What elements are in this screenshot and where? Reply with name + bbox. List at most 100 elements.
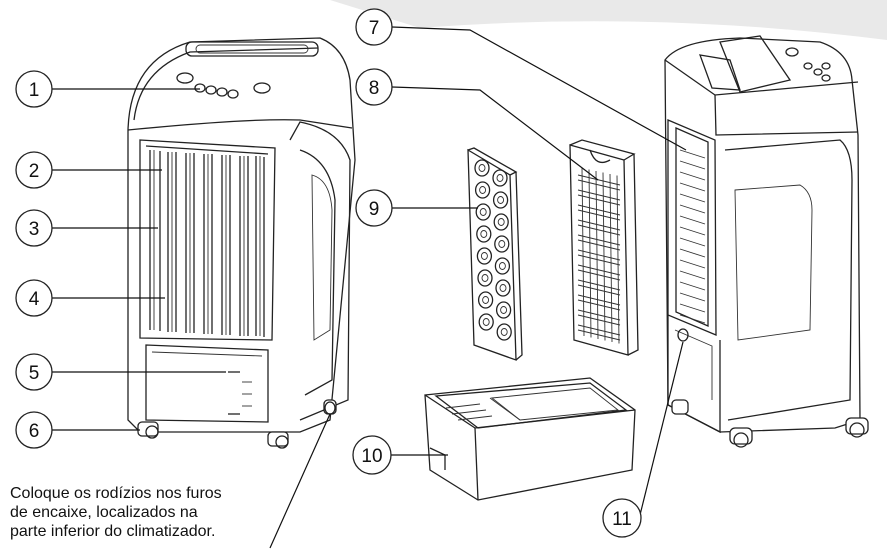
mesh-line bbox=[577, 204, 621, 216]
rear-mesh-line bbox=[679, 226, 706, 236]
callout-7: 7 bbox=[355, 8, 393, 46]
callout-7-number: 7 bbox=[369, 18, 380, 39]
callout-5: 5 bbox=[15, 353, 53, 391]
callout-10-number: 10 bbox=[361, 446, 382, 467]
filter-hole bbox=[475, 203, 491, 221]
filter-hole bbox=[474, 181, 491, 199]
note-line-1: Coloque os rodízios nos furos bbox=[10, 485, 222, 502]
mesh-line bbox=[577, 309, 621, 321]
air-cooler-front-view bbox=[127, 37, 356, 449]
filter-hole bbox=[494, 235, 510, 253]
mesh-line bbox=[577, 329, 621, 341]
callout-2-number: 2 bbox=[29, 161, 40, 182]
rear-mesh-line bbox=[679, 281, 706, 291]
filter-hole-center bbox=[479, 208, 487, 216]
control-buttons bbox=[194, 83, 239, 99]
callout-4-number: 4 bbox=[29, 289, 40, 310]
mesh-line bbox=[577, 174, 621, 186]
filter-hole bbox=[492, 169, 508, 187]
filter-hole bbox=[492, 191, 509, 209]
leader-lines bbox=[52, 26, 687, 549]
mesh-line bbox=[577, 209, 621, 221]
filter-hole bbox=[476, 225, 492, 243]
callout-2: 2 bbox=[15, 151, 53, 189]
mesh-line bbox=[616, 175, 620, 344]
filter-hole bbox=[493, 213, 509, 231]
filter-hole bbox=[496, 323, 512, 341]
filter-hole bbox=[476, 247, 493, 265]
callout-3: 3 bbox=[15, 209, 53, 247]
mesh-line bbox=[577, 314, 621, 326]
mesh-line bbox=[577, 254, 621, 266]
mesh-line bbox=[577, 224, 621, 236]
filter-hole-center bbox=[478, 164, 486, 172]
mesh-line bbox=[588, 169, 592, 338]
callout-1: 1 bbox=[15, 70, 53, 108]
callout-5-number: 5 bbox=[29, 363, 40, 384]
callout-1-number: 1 bbox=[29, 80, 40, 101]
filter-hole-center bbox=[480, 230, 488, 238]
filter-hole-center bbox=[498, 240, 506, 248]
callout-3-number: 3 bbox=[29, 219, 40, 240]
mesh-line bbox=[577, 219, 621, 231]
filter-hole-center bbox=[499, 284, 507, 292]
filter-hole-center bbox=[497, 218, 505, 226]
filter-hole bbox=[495, 301, 512, 319]
note-line-3: parte inferior do climatizador. bbox=[10, 523, 216, 540]
louvers bbox=[149, 150, 265, 337]
rear-mesh-line bbox=[679, 259, 706, 269]
rear-mesh-line bbox=[679, 270, 706, 280]
filter-hole-center bbox=[500, 306, 508, 314]
filter-hole bbox=[478, 313, 494, 331]
callout-6-number: 6 bbox=[29, 421, 40, 442]
rear-mesh-line bbox=[679, 314, 706, 324]
mesh-line bbox=[577, 279, 621, 291]
mesh-line bbox=[577, 324, 621, 336]
filter-hole-center bbox=[496, 174, 504, 182]
mesh-line bbox=[577, 239, 621, 251]
rear-mesh-line bbox=[679, 193, 706, 203]
mesh-line bbox=[595, 170, 599, 340]
rear-mesh-line bbox=[679, 248, 706, 258]
mesh-line bbox=[577, 264, 621, 276]
callout-4: 4 bbox=[15, 279, 53, 317]
filter-hole bbox=[494, 257, 511, 275]
filter-hole bbox=[495, 279, 511, 297]
rear-mesh-line bbox=[679, 149, 706, 159]
callout-9-number: 9 bbox=[369, 199, 380, 220]
water-tank bbox=[424, 377, 636, 501]
filter-hole-center bbox=[482, 318, 490, 326]
filter-hole-center bbox=[500, 328, 508, 336]
filter-hole-center bbox=[482, 296, 490, 304]
background-sweep bbox=[330, 0, 887, 40]
filter-hole-center bbox=[481, 274, 489, 282]
filter-hole-center bbox=[498, 262, 506, 270]
rear-mesh-line bbox=[679, 303, 706, 313]
air-cooler-rear-view bbox=[664, 35, 869, 448]
mesh-line bbox=[577, 284, 621, 296]
note-line-2: de encaixe, localizados na bbox=[10, 504, 198, 521]
rear-mesh-line bbox=[679, 204, 706, 214]
callout-6: 6 bbox=[15, 411, 53, 449]
mesh-line bbox=[577, 299, 621, 311]
rear-mesh-line bbox=[679, 160, 706, 170]
mesh-line bbox=[577, 249, 621, 261]
filter-hole bbox=[474, 159, 490, 177]
rear-mesh-line bbox=[679, 182, 706, 192]
callout-10: 10 bbox=[352, 435, 392, 475]
rear-mesh-line bbox=[679, 237, 706, 247]
mesh-line bbox=[577, 194, 621, 206]
rear-mesh-line bbox=[679, 171, 706, 181]
callout-11: 11 bbox=[602, 498, 642, 538]
filter-hole bbox=[477, 269, 493, 287]
mesh-line bbox=[577, 294, 621, 306]
caster-installation-note: Coloque os rodízios nos furos de encaixe… bbox=[10, 484, 310, 541]
mesh-line bbox=[602, 172, 606, 341]
rear-mesh-line bbox=[679, 215, 706, 225]
callout-8-number: 8 bbox=[369, 78, 380, 99]
mesh-line bbox=[581, 167, 585, 337]
filter-hole-center bbox=[480, 252, 488, 260]
callout-11-number: 11 bbox=[612, 509, 632, 530]
